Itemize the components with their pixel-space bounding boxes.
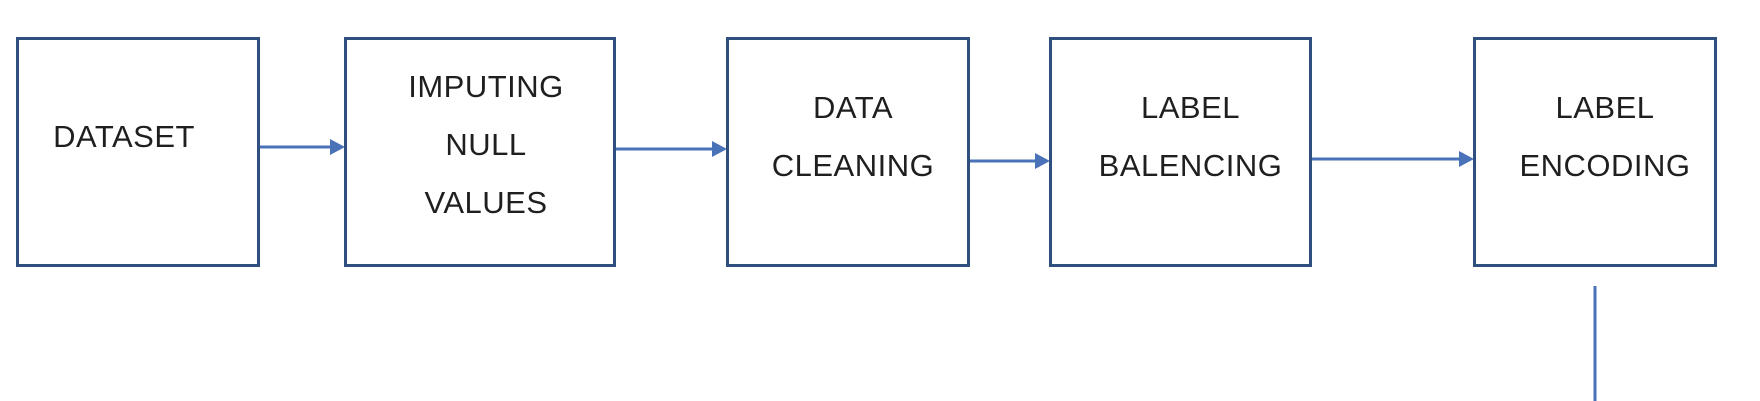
node-data-cleaning: DATA CLEANING (726, 37, 970, 267)
node-dataset-label: DATASET (53, 119, 195, 154)
node-label-encoding: LABEL ENCODING (1473, 37, 1717, 267)
node-label-encoding-label: LABEL ENCODING (1519, 90, 1691, 183)
node-imputing-null-values: IMPUTING NULL VALUES (344, 37, 616, 267)
arrow-dataset-to-imputing (260, 139, 345, 155)
node-dataset: DATASET (16, 37, 260, 267)
node-imputing-null-values-label: IMPUTING NULL VALUES (408, 68, 564, 220)
node-label-balencing-label: LABEL BALENCING (1098, 90, 1283, 183)
arrow-balancing-to-encoding (1312, 151, 1474, 167)
arrow-cleaning-to-balancing (970, 153, 1050, 169)
node-data-cleaning-label: DATA CLEANING (771, 90, 935, 183)
arrow-imputing-to-cleaning (616, 141, 727, 157)
node-label-balencing: LABEL BALENCING (1049, 37, 1312, 267)
